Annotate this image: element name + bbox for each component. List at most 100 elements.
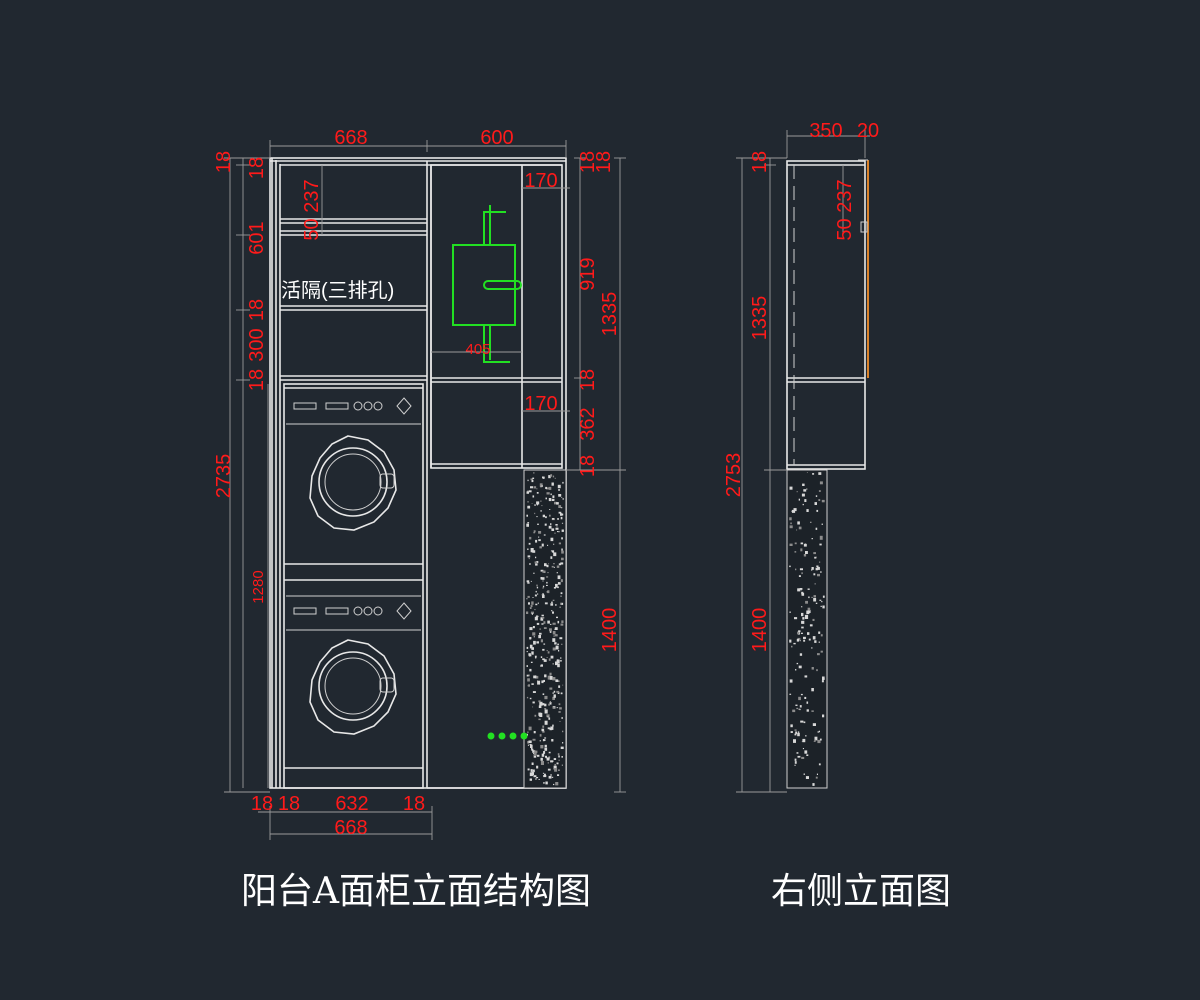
stone-speck: [538, 616, 539, 618]
stone-speck: [560, 602, 562, 605]
stone-speck: [812, 783, 815, 786]
stone-speck: [817, 731, 820, 733]
stone-speck: [529, 654, 532, 657]
stone-speck: [792, 709, 796, 713]
stone-speck: [551, 610, 553, 612]
stone-speck: [560, 602, 564, 605]
stone-speck: [811, 647, 813, 649]
stone-speck: [535, 657, 537, 659]
stone-speck: [552, 495, 555, 498]
stone-speck: [555, 583, 558, 586]
stone-speck: [543, 751, 546, 754]
stone-speck: [561, 529, 564, 532]
stone-speck: [559, 707, 562, 710]
stone-speck: [546, 714, 550, 718]
stone-speck: [531, 613, 533, 615]
stone-speck: [541, 577, 545, 580]
stone-speck: [542, 617, 545, 619]
stone-speck: [806, 488, 808, 490]
dim-right-362: 362: [577, 407, 599, 440]
stone-speck: [539, 628, 541, 630]
dim-top-left-width: 668: [334, 127, 367, 149]
stone-speck: [541, 728, 545, 732]
stone-speck: [797, 521, 800, 525]
stone-speck: [538, 714, 540, 717]
stone-speck: [796, 638, 799, 642]
dim-right-top-18: 18: [577, 151, 599, 173]
stone-speck: [526, 491, 529, 494]
stone-speck: [541, 614, 544, 617]
dim-right-total-18: 18: [593, 151, 615, 173]
stone-speck: [549, 630, 552, 633]
stone-speck: [558, 685, 561, 688]
stone-speck: [547, 675, 551, 680]
stone-speck: [546, 584, 548, 586]
stone-speck: [795, 731, 797, 734]
stone-speck: [558, 511, 562, 514]
stone-speck: [555, 604, 557, 606]
stone-speck: [557, 691, 560, 694]
stone-speck: [557, 643, 559, 645]
stone-speck: [549, 701, 551, 703]
stone-speck: [813, 573, 816, 576]
stone-speck: [544, 703, 547, 707]
stone-speck: [537, 593, 539, 595]
stone-speck: [549, 514, 551, 517]
stone-speck: [542, 693, 545, 695]
stone-speck: [544, 563, 547, 567]
stone-speck: [796, 707, 798, 710]
stone-speck: [537, 754, 540, 757]
stone-speck: [800, 632, 803, 634]
stone-speck: [557, 484, 561, 489]
stone-speck: [794, 542, 797, 545]
stone-speck: [544, 708, 547, 710]
stone-speck: [790, 522, 792, 525]
stone-speck: [529, 637, 532, 640]
stone-speck: [531, 601, 534, 605]
stone-speck: [791, 645, 793, 648]
stone-speck: [804, 543, 807, 545]
stone-speck: [799, 568, 803, 571]
stone-speck: [801, 606, 803, 608]
stone-speck: [809, 624, 813, 627]
stone-speck: [526, 651, 528, 653]
stone-speck: [540, 757, 543, 761]
stone-speck: [560, 579, 563, 583]
stone-speck: [801, 626, 804, 629]
stone-speck: [811, 567, 814, 570]
stone-speck: [547, 590, 550, 594]
stone-speck: [528, 655, 530, 657]
stone-speck: [560, 595, 562, 597]
stone-speck: [552, 599, 555, 601]
stone-speck: [558, 711, 561, 713]
dim-left-inner-18: 18: [246, 157, 268, 179]
stone-speck: [558, 563, 562, 566]
stone-speck: [526, 665, 528, 667]
stone-speck: [819, 481, 823, 485]
dim-left-50-237: 50 237: [301, 179, 323, 240]
stone-speck: [811, 569, 813, 571]
stone-speck: [798, 526, 802, 530]
stone-speck: [820, 634, 823, 637]
stone-speck: [543, 679, 545, 682]
stone-speck: [801, 612, 804, 617]
stone-speck: [814, 640, 817, 643]
stone-speck: [528, 558, 530, 560]
stone-speck: [797, 588, 801, 592]
dim-left-300: 300: [246, 328, 268, 361]
stone-speck: [541, 753, 545, 757]
stone-speck: [533, 675, 537, 679]
stone-speck: [535, 556, 537, 559]
side-upper-cabinet: [786, 160, 866, 470]
stone-speck: [552, 631, 556, 635]
stone-speck: [554, 477, 556, 479]
stone-speck: [547, 620, 550, 624]
stone-speck: [545, 516, 547, 519]
stone-speck: [799, 705, 802, 708]
stone-speck: [549, 687, 553, 690]
stone-speck: [801, 620, 805, 624]
stone-speck: [820, 571, 822, 573]
stone-speck: [550, 556, 553, 559]
stone-speck: [819, 535, 823, 540]
dim-right-1335: 1335: [599, 292, 621, 337]
